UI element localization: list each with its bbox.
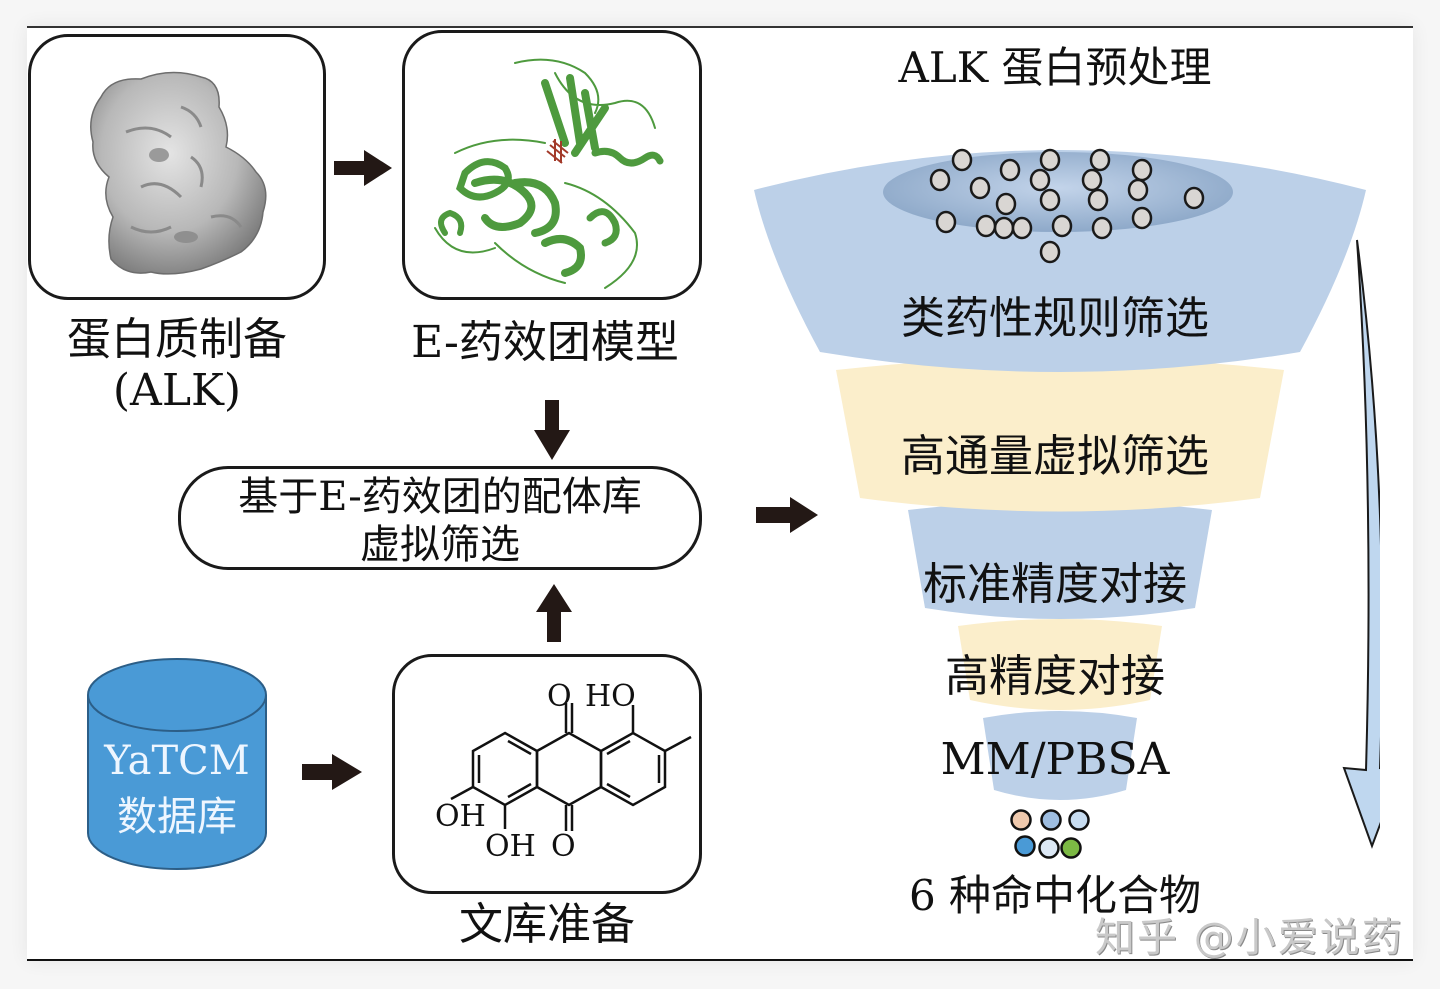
- protein-ribbon-icon: [434, 58, 664, 289]
- protein-preparation-target: (ALK): [112, 364, 242, 416]
- compound-dot: [969, 176, 991, 200]
- hit-compounds: [1010, 809, 1090, 859]
- hit-compound-dot: [1038, 837, 1060, 859]
- protein-surface-icon: [90, 71, 267, 275]
- screening-line1: 基于E-药效团的配体库: [238, 474, 642, 520]
- compound-dot: [1051, 214, 1073, 238]
- compound-dot: [1029, 168, 1051, 192]
- pharmacophore-model-box: [402, 30, 702, 300]
- arrow-right-to-funnel-icon: [756, 497, 818, 533]
- compound-dot: [1081, 168, 1103, 192]
- hit-compound-dot: [1014, 835, 1036, 857]
- funnel-title: ALK 蛋白预处理: [898, 43, 1212, 92]
- compound-dot: [999, 158, 1021, 182]
- compound-library-label: 文库准备: [459, 899, 635, 950]
- arrow-up-icon: [536, 584, 572, 642]
- compound-dot: [1131, 206, 1153, 230]
- compound-dot: [1183, 186, 1205, 210]
- screening-line2: 虚拟筛选: [360, 522, 520, 568]
- compound-dot: [1131, 158, 1153, 182]
- ligand-screening-box: 基于E-药效团的配体库 虚拟筛选: [178, 466, 702, 570]
- compound-dot: [975, 214, 997, 238]
- input-compounds: [929, 148, 1205, 264]
- top-rule: [27, 26, 1413, 28]
- progress-arrow-icon: [1342, 239, 1380, 849]
- compound-dot: [1039, 188, 1061, 212]
- compound-dot: [1039, 240, 1061, 264]
- screening-funnel: [754, 150, 1380, 849]
- hit-compounds-label: 6 种命中化合物: [908, 871, 1202, 920]
- compound-dot: [1091, 216, 1113, 240]
- compound-dot: [935, 210, 957, 234]
- protein-preparation-label: 蛋白质制备 (ALK): [28, 314, 326, 416]
- hit-compound-dot: [1010, 809, 1032, 831]
- molecule-label-oh-bottom: OH: [485, 829, 536, 864]
- bottom-rule: [27, 959, 1413, 961]
- compound-dot: [1089, 148, 1111, 172]
- pharmacophore-model-label: E-药效团模型: [411, 317, 679, 368]
- compound-dot: [951, 148, 973, 172]
- compound-dot: [1087, 188, 1109, 212]
- arrow-right-icon: [302, 754, 362, 790]
- tier-label-1: 类药性规则筛选: [901, 293, 1209, 344]
- molecule-label-ho: HO: [585, 679, 636, 714]
- protein-preparation-title: 蛋白质制备: [67, 314, 287, 365]
- compound-dot: [929, 168, 951, 192]
- tier-label-2: 高通量虚拟筛选: [901, 431, 1209, 482]
- watermark: 知乎 @小爱说药: [1095, 915, 1404, 961]
- molecule-label-o-bottom: O: [551, 829, 576, 864]
- molecule-label-o-top: O: [547, 679, 572, 714]
- database-cylinder-icon: [87, 658, 267, 870]
- funnel-tier-3: [908, 501, 1212, 619]
- arrow-right-icon: [334, 150, 392, 186]
- tier-label-5: MM/PBSA: [940, 734, 1170, 785]
- funnel-tier-5: [983, 711, 1137, 800]
- funnel-tier-4: [958, 619, 1162, 710]
- tier-label-4: 高精度对接: [945, 651, 1165, 702]
- molecule-label-oh-left: OH: [435, 799, 486, 834]
- compound-dot: [1011, 216, 1033, 240]
- arrow-down-icon: [534, 400, 570, 460]
- protein-preparation-box: [28, 34, 326, 300]
- funnel-tier-2: [836, 357, 1284, 512]
- hit-compound-dot: [1040, 809, 1062, 831]
- compound-dot: [1039, 148, 1061, 172]
- compound-dot: [995, 192, 1017, 216]
- molecule-structure-icon: [450, 703, 692, 831]
- database-name: YaTCM: [104, 738, 250, 784]
- compound-dot: [993, 216, 1015, 240]
- tier-label-3: 标准精度对接: [923, 559, 1187, 610]
- hit-compound-dot: [1068, 809, 1090, 831]
- hit-compound-dot: [1060, 837, 1082, 859]
- database-type: 数据库: [117, 794, 237, 840]
- database-label: YaTCM 数据库: [84, 733, 270, 845]
- compound-library-box: O HO OH OH O: [392, 654, 702, 894]
- compound-dot: [1127, 178, 1149, 202]
